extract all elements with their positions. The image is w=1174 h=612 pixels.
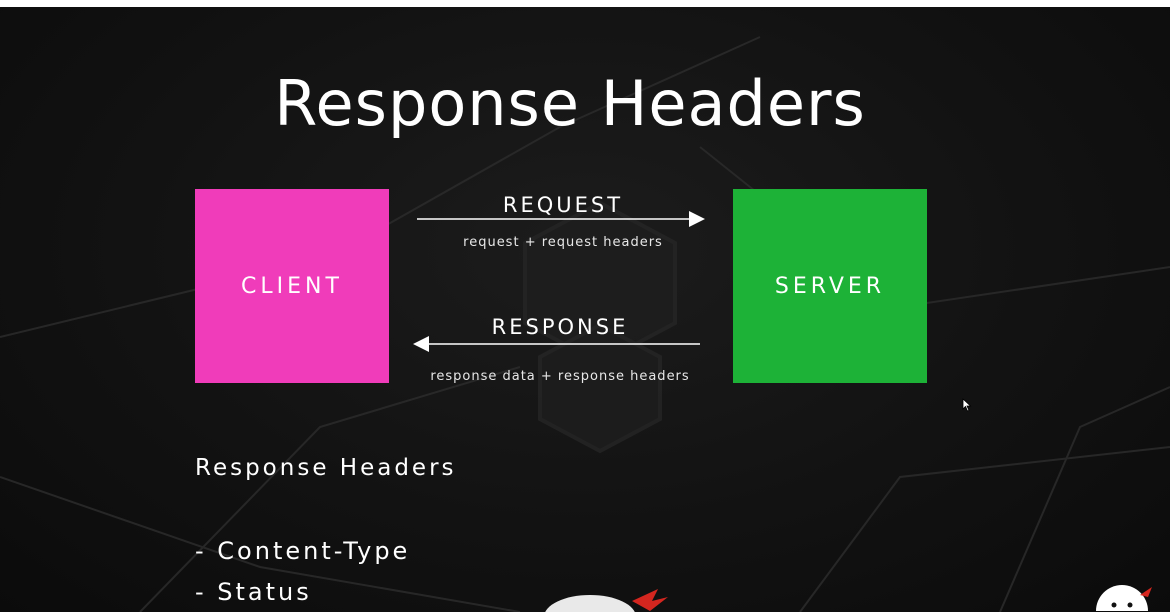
slide-frame: Response Headers CLIENT SERVER REQUEST r…: [0, 7, 1170, 612]
request-arrow-icon: [417, 211, 705, 227]
mouse-pointer-icon: [962, 398, 972, 412]
request-subtitle: request + request headers: [463, 235, 663, 250]
request-label: REQUEST: [502, 193, 624, 217]
list-item: - Status: [195, 578, 312, 606]
response-subtitle: response data + response headers: [430, 369, 690, 384]
list-item: - Content-Type: [195, 537, 411, 565]
section-heading: Response Headers: [195, 455, 457, 481]
response-arrow-icon: [413, 336, 700, 352]
response-label: RESPONSE: [491, 315, 629, 339]
server-box: SERVER: [733, 189, 927, 383]
slide-title: Response Headers: [274, 67, 866, 140]
client-label: CLIENT: [241, 273, 343, 299]
ninja-logo-icon: [545, 589, 668, 612]
ninja-logo-icon: [1096, 585, 1152, 611]
server-label: SERVER: [774, 273, 886, 299]
client-box: CLIENT: [195, 189, 389, 383]
